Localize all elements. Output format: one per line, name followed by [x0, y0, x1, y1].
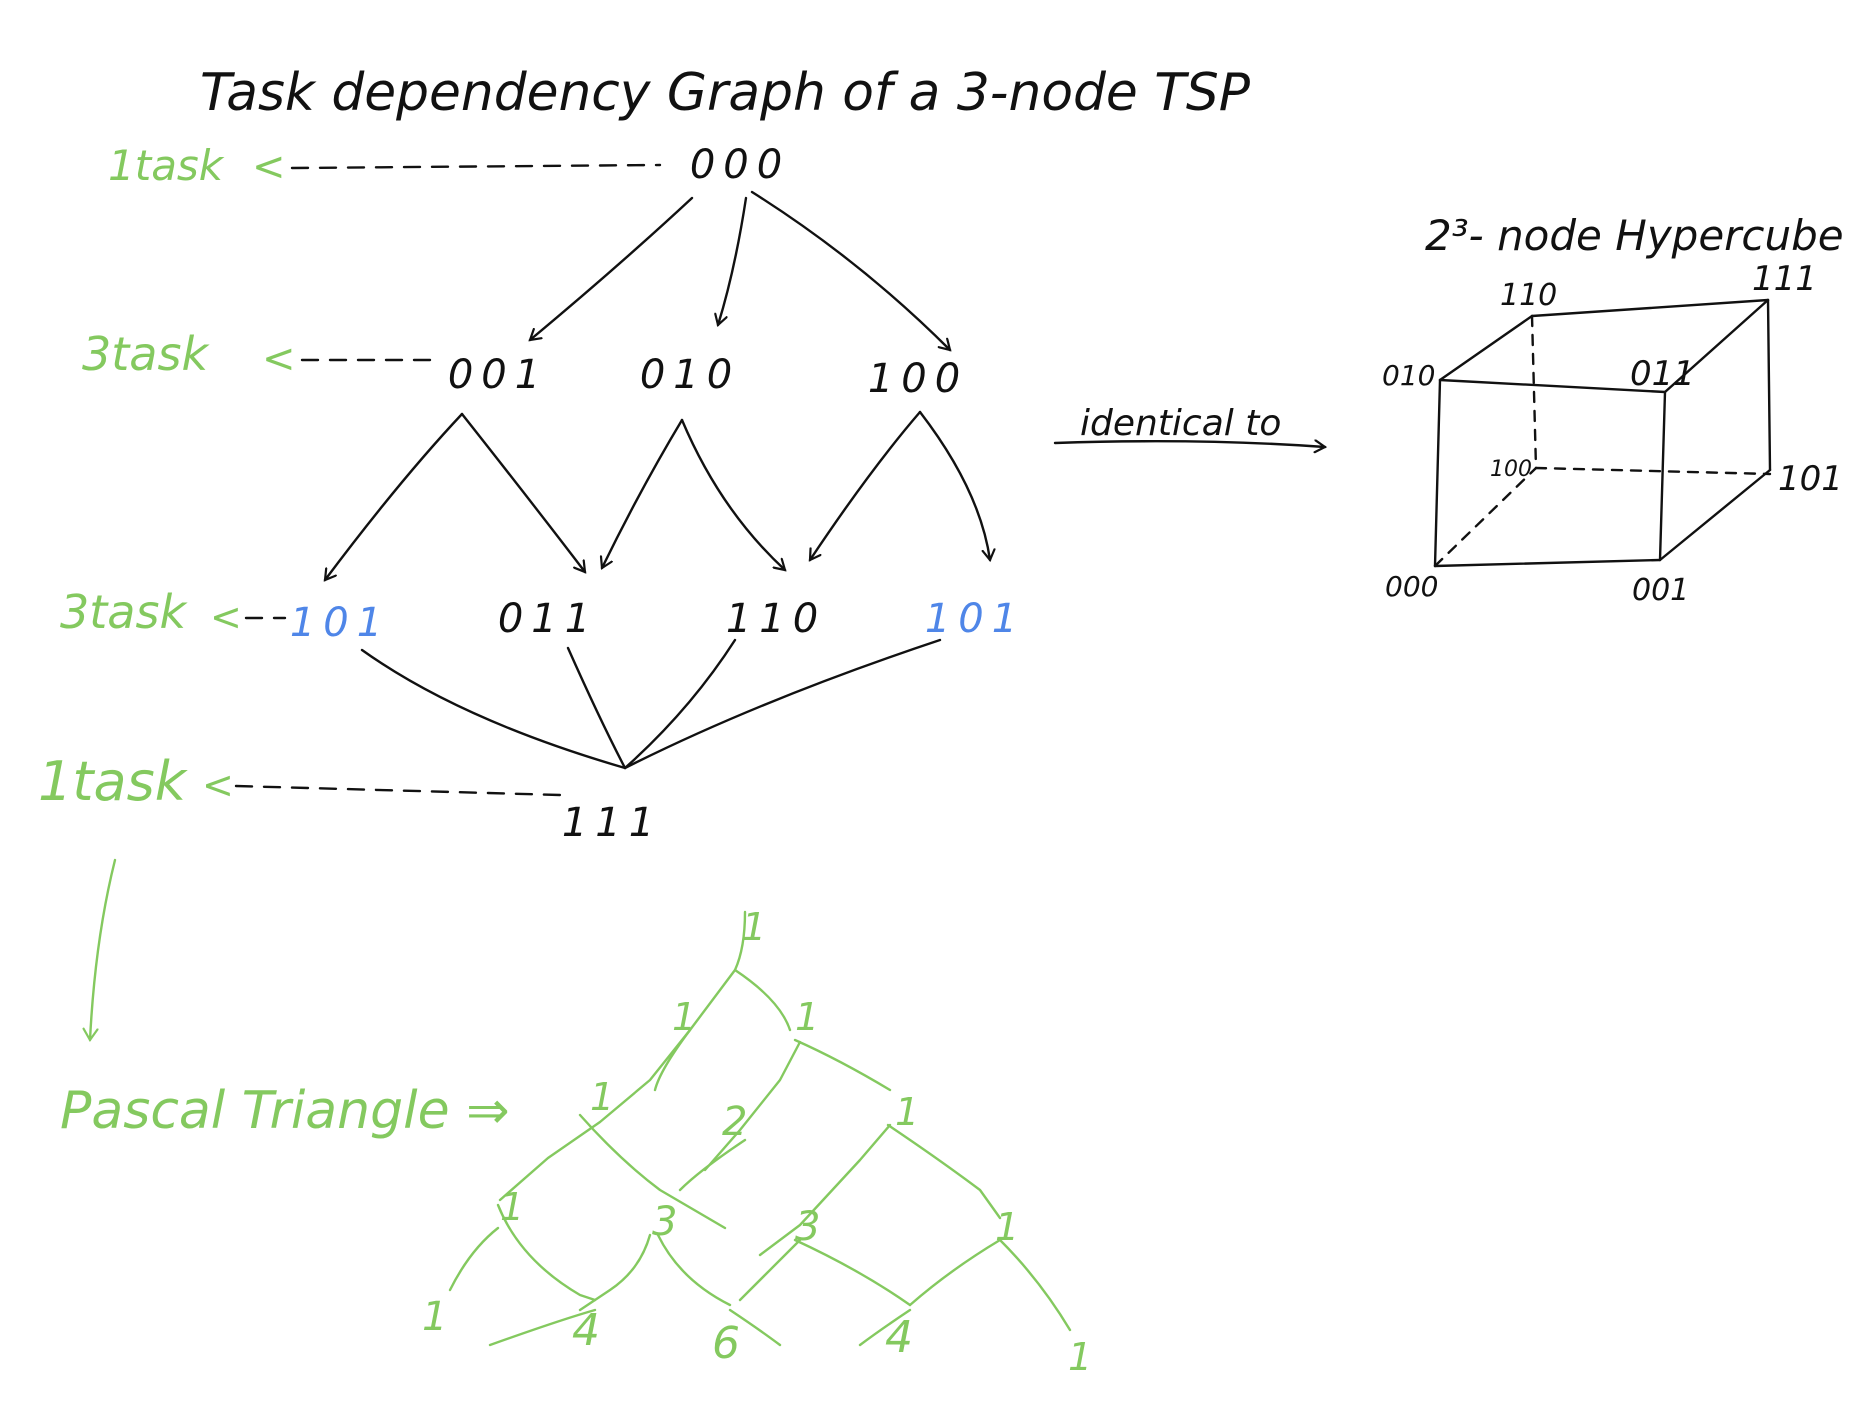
edge-101r-111	[623, 638, 942, 770]
cube-vertex-100: 100	[1490, 457, 1532, 482]
level-label-1-arrowhead: <	[252, 144, 286, 190]
pascal-line	[578, 1233, 652, 1312]
pascal-r4-c0: 1	[422, 1294, 447, 1340]
edge-010-110	[680, 418, 785, 570]
cube-edge-011-001	[1658, 390, 1667, 562]
node-111: 111	[562, 800, 662, 846]
pascal-line	[733, 968, 792, 1032]
level-label-3: 3task	[60, 585, 188, 639]
pascal-line	[728, 1308, 782, 1347]
edge-101-111	[360, 648, 627, 770]
pascal-r1-c0: 1	[672, 995, 696, 1039]
pascal-line	[496, 1203, 597, 1302]
node-110: 110	[726, 596, 826, 642]
cube-vertex-110: 110	[1500, 278, 1557, 313]
pascal-line	[653, 1028, 692, 1092]
pascal-r1-c1: 1	[795, 995, 819, 1039]
cube-edge-011-111	[1663, 298, 1770, 394]
pascal-line	[998, 1238, 1072, 1332]
pascal-line	[656, 1233, 732, 1307]
cube-edge-000-001	[1433, 558, 1662, 568]
level-label-1: 1task	[108, 141, 225, 190]
relation-arrow	[1053, 441, 1325, 447]
edge-000-010	[718, 196, 748, 325]
leader-line-4	[234, 784, 562, 797]
level-label-4: 1task	[38, 750, 189, 813]
cube-edge-110-100	[1530, 314, 1538, 470]
leader-line-1	[290, 163, 662, 170]
pascal-line	[793, 1238, 912, 1307]
pascal-line	[498, 910, 747, 1202]
pascal-r4-c1: 4	[572, 1305, 600, 1356]
cube-vertex-001: 001	[1632, 573, 1689, 608]
pascal-r3-c1: 3	[652, 1199, 677, 1245]
cube-edge-001-101	[1658, 468, 1772, 562]
pascal-r3-c2: 3	[795, 1204, 820, 1250]
pascal-line	[886, 1123, 1002, 1220]
pascal-line	[758, 1123, 892, 1257]
pascal-line	[578, 1113, 727, 1230]
edge-110-111	[623, 638, 737, 770]
pascal-label: Pascal Triangle ⇒	[60, 1081, 510, 1141]
edge-000-001	[530, 196, 694, 340]
pascal-line	[793, 1038, 892, 1092]
cube-vertex-011: 011	[1630, 354, 1695, 394]
diagram-title: Task dependency Graph of a 3-node TSP	[200, 63, 1251, 123]
pascal-line	[738, 1238, 802, 1302]
cube-vertex-101: 101	[1778, 459, 1843, 499]
edge-100-101	[918, 410, 990, 560]
pascal-r0-c0: 1	[742, 905, 766, 949]
level-label-4-arrowhead: <	[202, 763, 234, 807]
cube-vertex-000: 000	[1385, 570, 1438, 603]
cube-edge-111-101	[1766, 298, 1772, 472]
pascal-r4-c2: 6	[712, 1318, 740, 1369]
pascal-r3-c0: 1	[500, 1185, 524, 1229]
pascal-line	[448, 1226, 500, 1292]
pascal-lattice	[448, 910, 1072, 1347]
pascal-line	[678, 1138, 747, 1192]
hypercube-title: 2³- node Hypercube	[1425, 211, 1844, 260]
pascal-arrow	[90, 858, 117, 1040]
level-label-2-arrowhead: <	[262, 336, 296, 382]
cube-edge-110-111	[1530, 298, 1770, 318]
pascal-r4-c4: 1	[1068, 1335, 1092, 1379]
pascal-line	[858, 1308, 912, 1347]
cube-vertex-111: 111	[1752, 259, 1817, 299]
edge-010-011	[602, 418, 684, 568]
pascal-r4-c3: 4	[885, 1312, 913, 1363]
node-000: 000	[690, 142, 790, 188]
level-label-3-arrowhead: <	[210, 595, 242, 639]
cube-edge-010-110	[1438, 314, 1534, 382]
level-label-2: 3task	[82, 327, 210, 381]
node-101-left: 101	[290, 600, 390, 646]
relation-label: identical to	[1080, 403, 1281, 444]
node-100: 100	[868, 356, 968, 402]
pascal-r2-c2: 1	[895, 1090, 919, 1134]
cube-vertex-010: 010	[1382, 359, 1435, 392]
edge-000-100	[750, 190, 950, 350]
edge-100-110	[808, 410, 922, 560]
cube-edge-010-000	[1433, 378, 1442, 568]
edge-001-101	[325, 412, 464, 580]
pascal-r3-c3: 1	[995, 1205, 1019, 1249]
cube-edge-000-100	[1433, 466, 1538, 568]
pascal-r2-c1: 2	[722, 1099, 747, 1145]
cube-edge-010-011	[1438, 378, 1667, 394]
cube-edge-100-101	[1534, 466, 1772, 476]
pascal-line	[908, 1238, 1002, 1307]
node-001: 001	[448, 352, 548, 398]
pascal-line	[488, 1308, 597, 1347]
edge-001-011	[460, 412, 585, 572]
node-101-right: 101	[925, 596, 1025, 642]
pascal-line	[703, 1040, 802, 1172]
pascal-r2-c0: 1	[590, 1075, 614, 1119]
node-010: 010	[640, 352, 740, 398]
node-011: 011	[498, 596, 598, 642]
edge-011-111	[566, 646, 627, 770]
